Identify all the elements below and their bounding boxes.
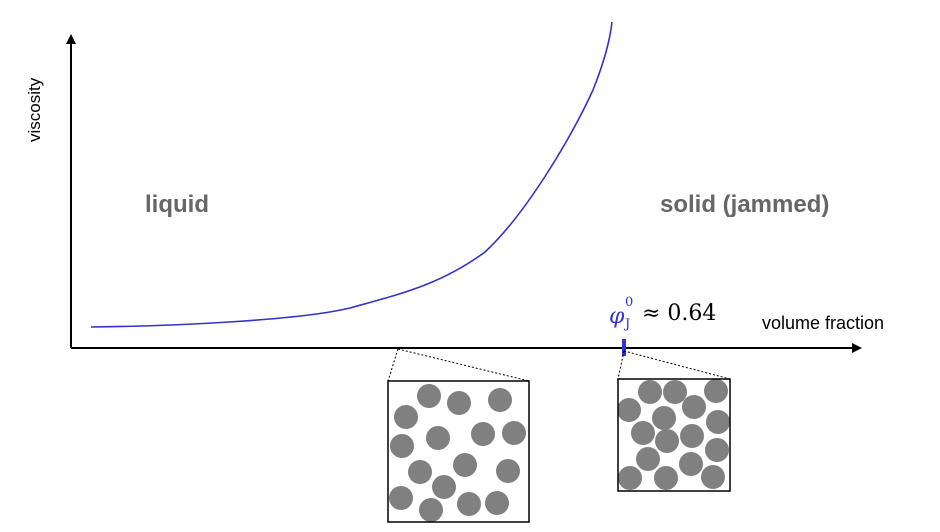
y-axis-label: viscosity	[25, 77, 44, 142]
particle	[663, 380, 687, 404]
particle	[453, 453, 477, 477]
particle	[390, 434, 414, 458]
particle	[680, 424, 704, 448]
viscosity-curve	[90, 21, 613, 328]
particle	[638, 380, 662, 404]
particle	[655, 429, 679, 453]
particle	[704, 379, 728, 403]
particle	[706, 410, 730, 434]
particle	[682, 395, 706, 419]
particle	[488, 388, 512, 412]
particle	[652, 406, 676, 430]
particle	[394, 405, 418, 429]
zoom-line-liquid-left	[387, 348, 399, 382]
particle	[457, 492, 481, 516]
particle	[432, 475, 456, 499]
jammed-particles	[618, 379, 730, 490]
zoom-line-liquid-right	[397, 348, 530, 382]
particle	[631, 421, 655, 445]
particle	[389, 486, 413, 510]
particle	[417, 384, 441, 408]
jamming-point-label: φ 0 J ≈ 0.64	[609, 295, 716, 332]
region-label-liquid: liquid	[145, 191, 209, 218]
region-label-solid: solid (jammed)	[660, 191, 829, 218]
phi-subscript: J	[623, 317, 630, 332]
jammed-inset-frame	[617, 378, 731, 492]
particle	[496, 459, 520, 483]
x-axis-label: volume fraction	[762, 313, 884, 333]
liquid-inset-frame	[387, 380, 530, 523]
particle	[502, 421, 526, 445]
particle	[408, 460, 432, 484]
particle	[636, 447, 660, 471]
particle	[471, 422, 495, 446]
particle	[419, 498, 443, 522]
zoom-line-jammed-right	[623, 350, 731, 380]
phi-superscript: 0	[625, 295, 633, 310]
particle	[705, 438, 729, 462]
particle	[701, 465, 725, 489]
liquid-particles	[389, 384, 526, 522]
particle	[447, 391, 471, 415]
particle	[426, 426, 450, 450]
zoom-line-jammed-left	[617, 350, 625, 380]
approx-value: ≈ 0.64	[642, 301, 716, 326]
phi-symbol: φ	[609, 304, 625, 329]
particle	[485, 491, 509, 515]
particle	[679, 452, 703, 476]
particle	[618, 466, 642, 490]
jammed-packing-inset	[617, 378, 731, 492]
particle	[618, 398, 641, 422]
particle	[654, 466, 678, 490]
liquid-packing-inset	[387, 380, 530, 523]
